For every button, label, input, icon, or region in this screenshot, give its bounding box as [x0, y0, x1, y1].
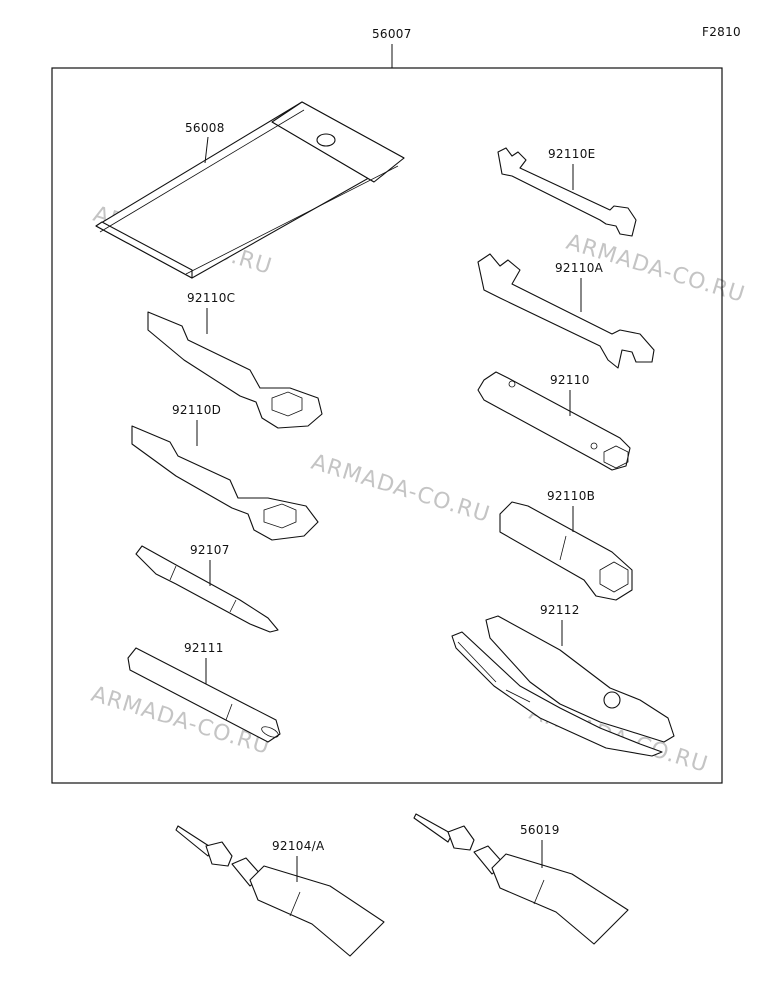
- watermark-3: ARMADA-CO.RU: [308, 450, 493, 528]
- handle-bar: [127, 647, 281, 743]
- sealant-tube-right: [413, 813, 629, 945]
- tool-bag: [95, 101, 405, 279]
- part-label-ring-wrench-short: 92110C: [187, 291, 235, 305]
- ring-wrench-long: [131, 425, 319, 541]
- kit-frame: [51, 67, 723, 784]
- part-label-wrench-open-small: 92110E: [548, 147, 596, 161]
- screwdriver-bit: [135, 545, 279, 633]
- wrench-open-large: [477, 253, 655, 369]
- part-label-handle-bar: 92111: [184, 641, 224, 655]
- kit-number-label: 56007: [372, 27, 412, 41]
- part-label-pliers: 92112: [540, 603, 580, 617]
- leader-bag: [204, 136, 209, 164]
- part-label-box-spanner-short: 92110B: [547, 489, 595, 503]
- box-spanner-short: [499, 501, 633, 601]
- part-label-wrench-open-large: 92110A: [555, 261, 604, 275]
- pliers: [451, 615, 675, 757]
- wrench-open-small: [497, 147, 637, 237]
- part-label-box-spanner-long: 92110: [550, 373, 590, 387]
- figure-code: F2810: [702, 25, 741, 39]
- part-label-ring-wrench-long: 92110D: [172, 403, 221, 417]
- sealant-tube-left: [175, 825, 385, 957]
- part-label-sealant-tube-left: 92104/A: [272, 839, 325, 853]
- part-label-sealant-tube-right: 56019: [520, 823, 560, 837]
- part-label-screwdriver-bit: 92107: [190, 543, 230, 557]
- ring-wrench-short: [147, 311, 323, 429]
- box-spanner-long: [477, 371, 631, 471]
- part-label-bag: 56008: [185, 121, 225, 135]
